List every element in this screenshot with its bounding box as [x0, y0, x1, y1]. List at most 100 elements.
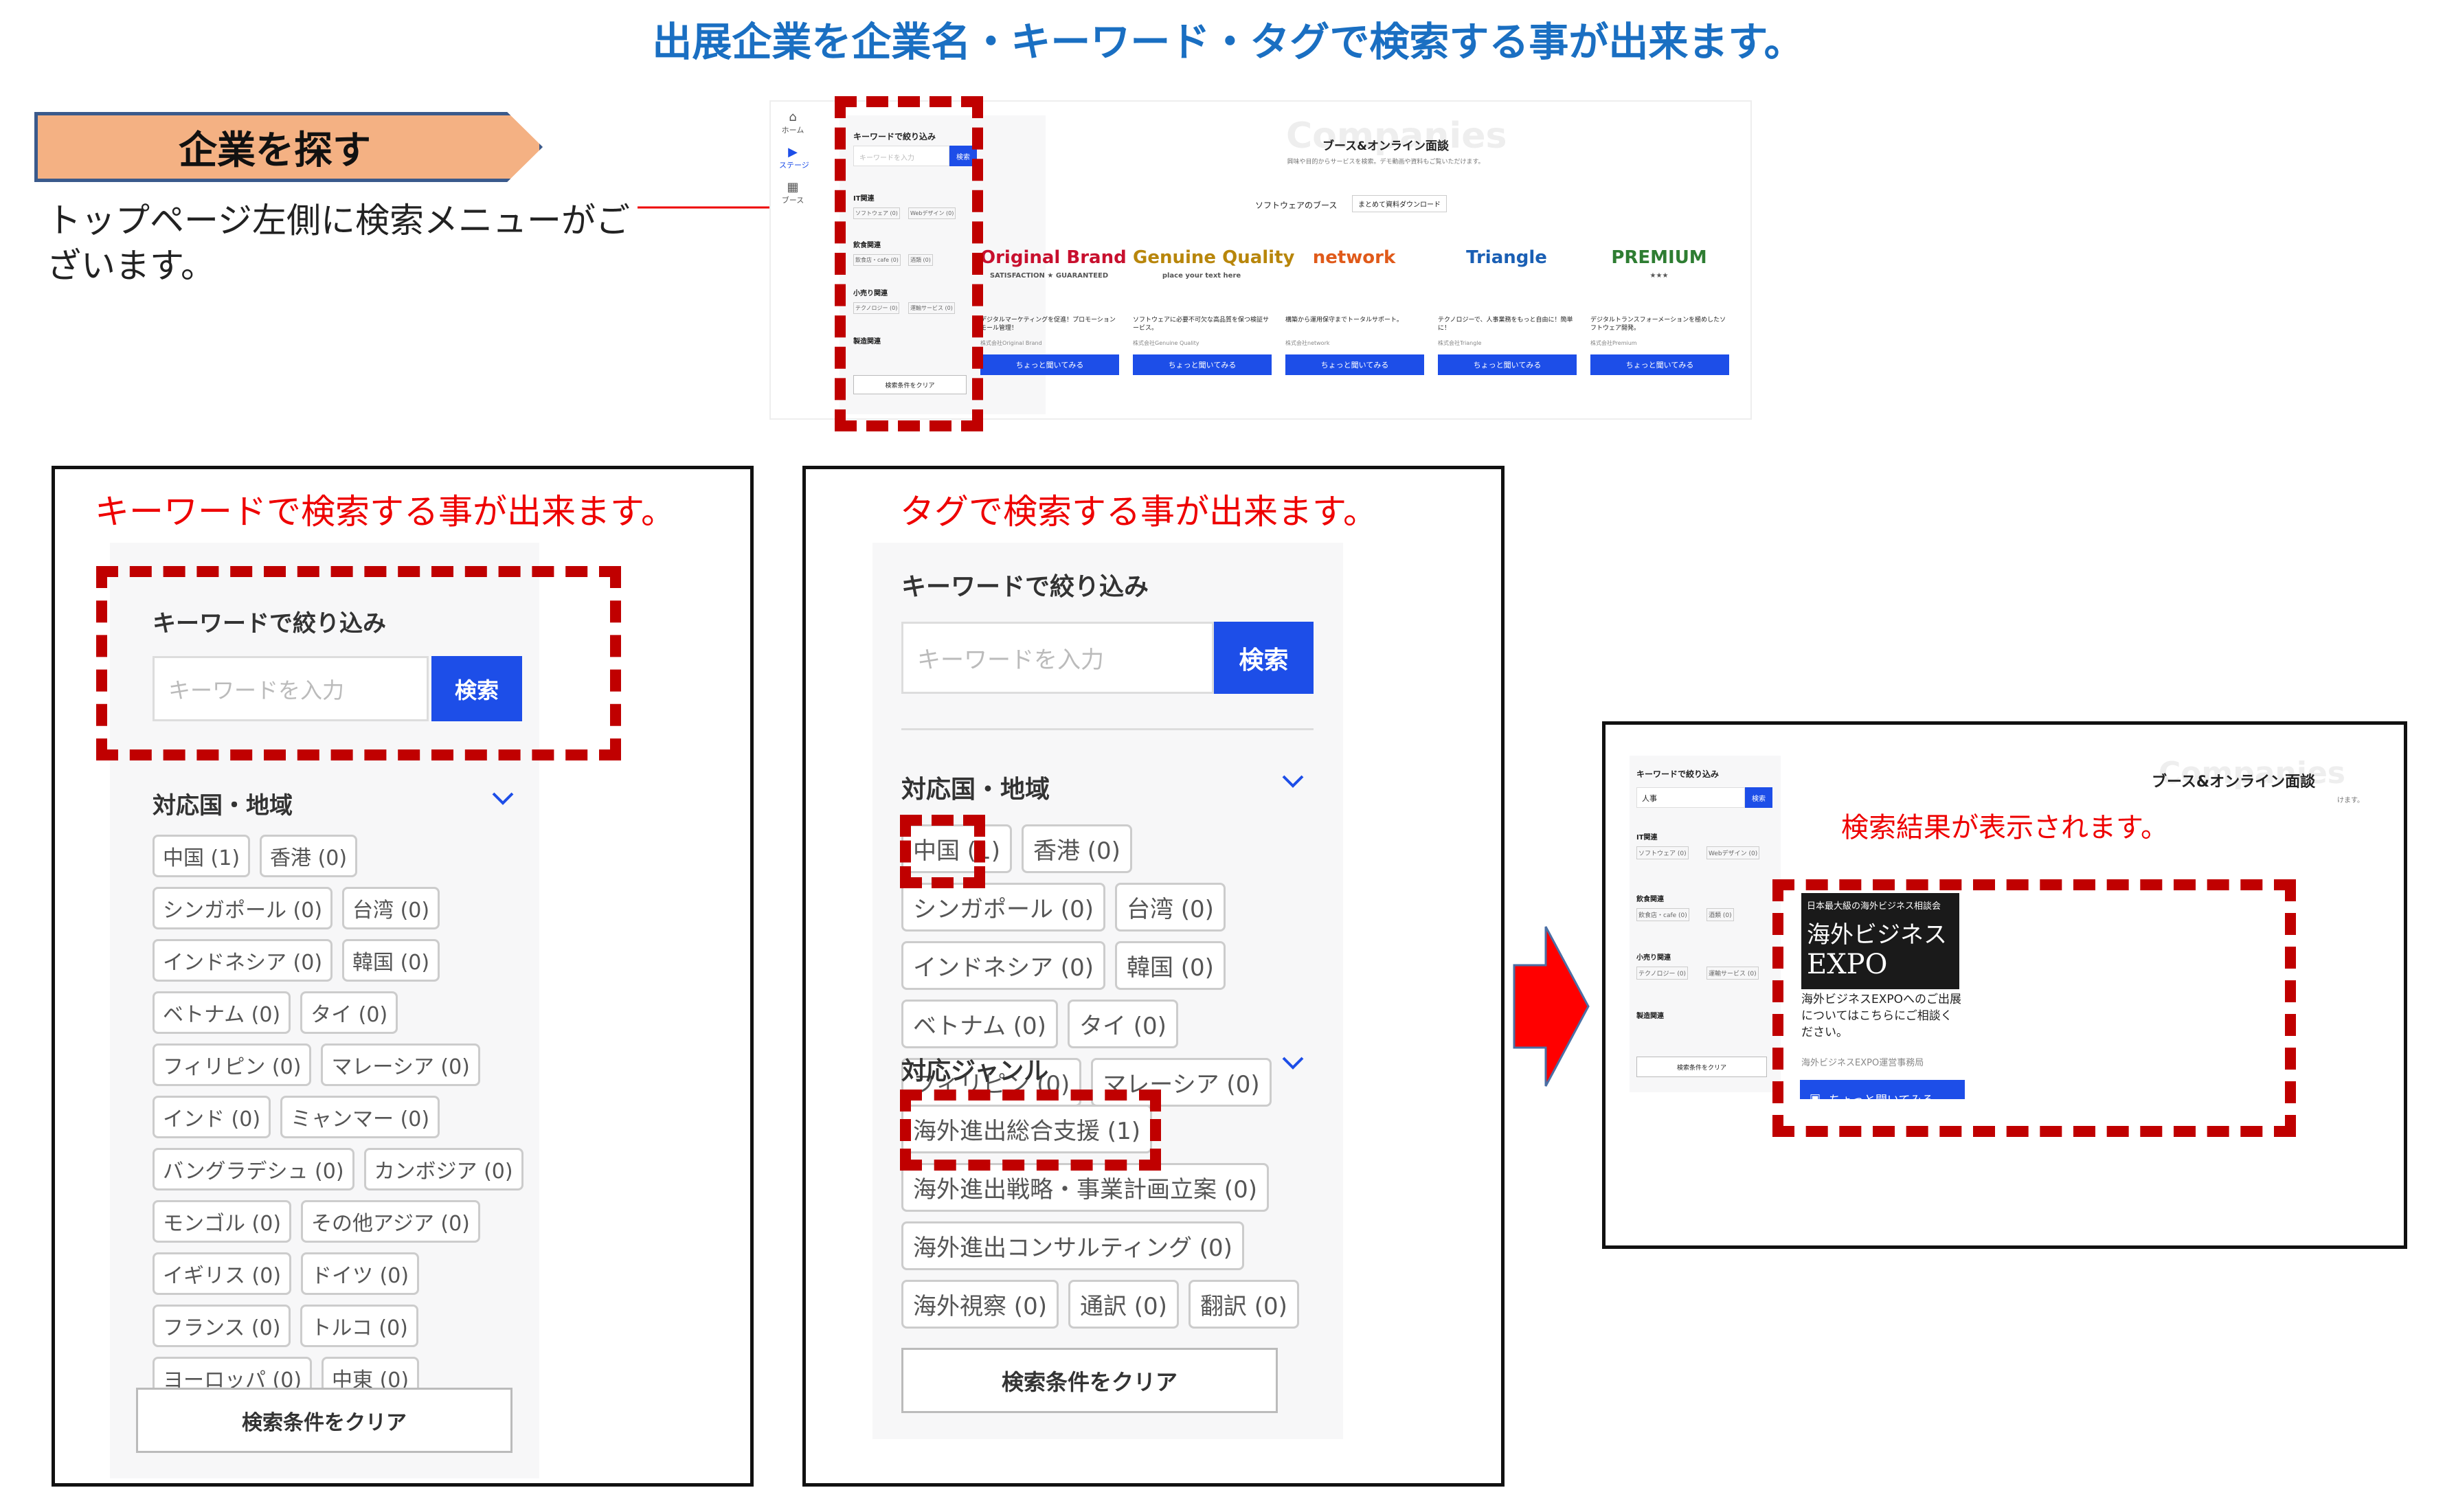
result-card-button[interactable]: ▣ ちょっと聞いてみる	[1800, 1080, 1965, 1099]
filter-tag[interactable]: インドネシア (0)	[901, 941, 1105, 990]
tag-panel: キーワードで絞り込み キーワードを入力 検索 対応国・地域 中国 (1)香港 (…	[872, 543, 1343, 1439]
home-icon[interactable]: ⌂	[789, 110, 797, 124]
filter-tag[interactable]: フィリピン (0)	[153, 1043, 312, 1086]
mini-tag[interactable]: 飲食店・cafe (0)	[853, 254, 901, 266]
result-tag[interactable]: テクノロジー (0)	[1636, 967, 1689, 980]
clear-button[interactable]: 検索条件をクリア	[901, 1348, 1278, 1413]
mini-download-button[interactable]: まとめて資料ダウンロード	[1352, 195, 1447, 212]
chevron-down-icon[interactable]	[1281, 1051, 1305, 1074]
filter-tag[interactable]: トルコ (0)	[300, 1305, 418, 1347]
card-desc: デジタルトランスフォーメーションを極めしたソフトウェア開発。	[1590, 317, 1726, 332]
filter-tag[interactable]: 韓国 (0)	[1114, 941, 1226, 990]
result-heading: ブース&オンライン面談	[2152, 774, 2316, 791]
result-keyword-input[interactable]: 人事	[1636, 787, 1745, 808]
booth-icon[interactable]: ▦	[787, 180, 799, 194]
mini-tag[interactable]: ソフトウェア (0)	[853, 207, 900, 219]
nav-stage[interactable]: ステージ	[779, 161, 809, 170]
result-tag[interactable]: ソフトウェア (0)	[1636, 846, 1689, 859]
card-company: 株式会社network	[1285, 340, 1330, 346]
stage-icon[interactable]: ▶	[788, 145, 798, 159]
keyword-input[interactable]: キーワードを入力	[901, 622, 1214, 694]
expo-banner-expo: EXPO	[1807, 949, 1888, 980]
result-tag[interactable]: 飲食店・cafe (0)	[1636, 908, 1689, 921]
company-logo-sub: SATISFACTION ★ GUARANTEED	[989, 272, 1109, 280]
filter-tag[interactable]: 香港 (0)	[1021, 824, 1132, 873]
card-ask-button[interactable]: ちょっと聞いてみる	[1133, 354, 1272, 375]
filter-tag[interactable]: シンガポール (0)	[901, 883, 1105, 932]
genre-label: 対応ジャンル	[901, 1057, 1049, 1085]
result-sidebar: キーワードで絞り込み 人事 検索 IT関連 ソフトウェア (0) Webデザイン…	[1630, 756, 1781, 1092]
card-ask-button[interactable]: ちょっと聞いてみる	[980, 354, 1119, 375]
mini-group-mfg[interactable]: 製造関連	[853, 338, 881, 346]
filter-tag[interactable]: イギリス (0)	[153, 1252, 292, 1295]
chevron-down-icon[interactable]	[1281, 769, 1305, 793]
result-card-company: 海外ビジネスEXPO運営事務局	[1801, 1058, 1924, 1068]
mini-tag[interactable]: Webデザイン (0)	[908, 207, 956, 219]
filter-tag[interactable]: フランス (0)	[153, 1305, 291, 1347]
mini-group-it[interactable]: IT関連	[853, 195, 875, 203]
filter-tag[interactable]: 台湾 (0)	[1114, 883, 1226, 932]
filter-tag[interactable]: シンガポール (0)	[153, 887, 333, 929]
nav-home[interactable]: ホーム	[781, 126, 804, 135]
card-ask-button[interactable]: ちょっと聞いてみる	[1438, 354, 1577, 375]
result-sub: けます。	[2337, 797, 2364, 804]
card-ask-button[interactable]: ちょっと聞いてみる	[1285, 354, 1424, 375]
filter-tag[interactable]: 通訳 (0)	[1068, 1280, 1179, 1329]
filter-tag[interactable]: 中国 (1)	[153, 835, 251, 877]
result-group[interactable]: 製造関連	[1636, 1013, 1664, 1020]
search-button[interactable]: 検索	[431, 656, 522, 721]
result-tag[interactable]: 酒類 (0)	[1706, 908, 1734, 921]
clear-button[interactable]: 検索条件をクリア	[136, 1388, 512, 1453]
highlight-keyword	[96, 566, 621, 760]
filter-tag[interactable]: バングラデシュ (0)	[153, 1148, 354, 1191]
keyword-label: キーワードで絞り込み	[153, 610, 386, 637]
filter-tag[interactable]: ベトナム (0)	[901, 1000, 1058, 1048]
filter-tag[interactable]: その他アジア (0)	[301, 1200, 480, 1243]
mini-tag[interactable]: 酒類 (0)	[908, 254, 933, 266]
filter-tag[interactable]: 香港 (0)	[260, 835, 358, 877]
chat-icon: ▣	[1810, 1092, 1821, 1099]
nav-booth[interactable]: ブース	[781, 196, 804, 205]
keyword-input[interactable]: キーワードを入力	[153, 656, 429, 721]
mini-group-retail[interactable]: 小売り関連	[853, 290, 888, 297]
chevron-down-icon[interactable]	[491, 787, 515, 810]
mini-clear-button[interactable]: 検索条件をクリア	[853, 375, 967, 394]
filter-tag[interactable]: 海外進出コンサルティング (0)	[901, 1221, 1244, 1270]
filter-tag[interactable]: 海外進出戦略・事業計画立案 (0)	[901, 1163, 1269, 1212]
highlight-tag-china	[900, 815, 985, 888]
result-card-desc: 海外ビジネスEXPOへのご出展についてはこちらにご相談ください。	[1801, 993, 1962, 1039]
filter-tag[interactable]: ミャンマー (0)	[280, 1096, 440, 1138]
result-group[interactable]: 飲食関連	[1636, 896, 1664, 903]
result-group[interactable]: 小売り関連	[1636, 954, 1671, 962]
company-logo-sub: place your text here	[1162, 272, 1241, 280]
result-card-button-label: ちょっと聞いてみる	[1829, 1090, 1934, 1100]
mini-tag[interactable]: テクノロジー (0)	[853, 302, 900, 314]
result-search-button[interactable]: 検索	[1745, 787, 1772, 808]
result-tag[interactable]: Webデザイン (0)	[1706, 846, 1760, 859]
search-button[interactable]: 検索	[1214, 622, 1314, 694]
filter-tag[interactable]: マレーシア (0)	[321, 1043, 480, 1086]
filter-tag[interactable]: タイ (0)	[300, 991, 398, 1034]
filter-tag[interactable]: 台湾 (0)	[342, 887, 440, 929]
result-tag[interactable]: 運輸サービス (0)	[1706, 967, 1759, 980]
mini-tag[interactable]: 運輸サービス (0)	[908, 302, 955, 314]
filter-tag[interactable]: タイ (0)	[1067, 1000, 1178, 1048]
mini-keyword-input[interactable]: キーワードを入力	[853, 146, 949, 166]
filter-tag[interactable]: 翻訳 (0)	[1188, 1280, 1299, 1329]
section-ribbon	[34, 112, 543, 182]
result-group[interactable]: IT関連	[1636, 834, 1658, 842]
filter-tag[interactable]: モンゴル (0)	[153, 1200, 292, 1243]
filter-tag[interactable]: 海外視察 (0)	[901, 1280, 1059, 1329]
filter-tag[interactable]: ドイツ (0)	[301, 1252, 420, 1295]
filter-tag[interactable]: 海外進出総合支援 (1)	[901, 1105, 1152, 1153]
result-keyword-label: キーワードで絞り込み	[1636, 769, 1720, 779]
mini-group-food[interactable]: 飲食関連	[853, 242, 881, 249]
filter-tag[interactable]: インドネシア (0)	[153, 939, 333, 982]
card-ask-button[interactable]: ちょっと聞いてみる	[1590, 354, 1729, 375]
result-clear-button[interactable]: 検索条件をクリア	[1636, 1057, 1767, 1077]
filter-tag[interactable]: カンボジア (0)	[363, 1148, 523, 1191]
filter-tag[interactable]: インド (0)	[153, 1096, 271, 1138]
filter-tag[interactable]: ベトナム (0)	[153, 991, 291, 1034]
company-logo-sub: ★★★	[1649, 272, 1669, 280]
filter-tag[interactable]: 韓国 (0)	[342, 939, 440, 982]
